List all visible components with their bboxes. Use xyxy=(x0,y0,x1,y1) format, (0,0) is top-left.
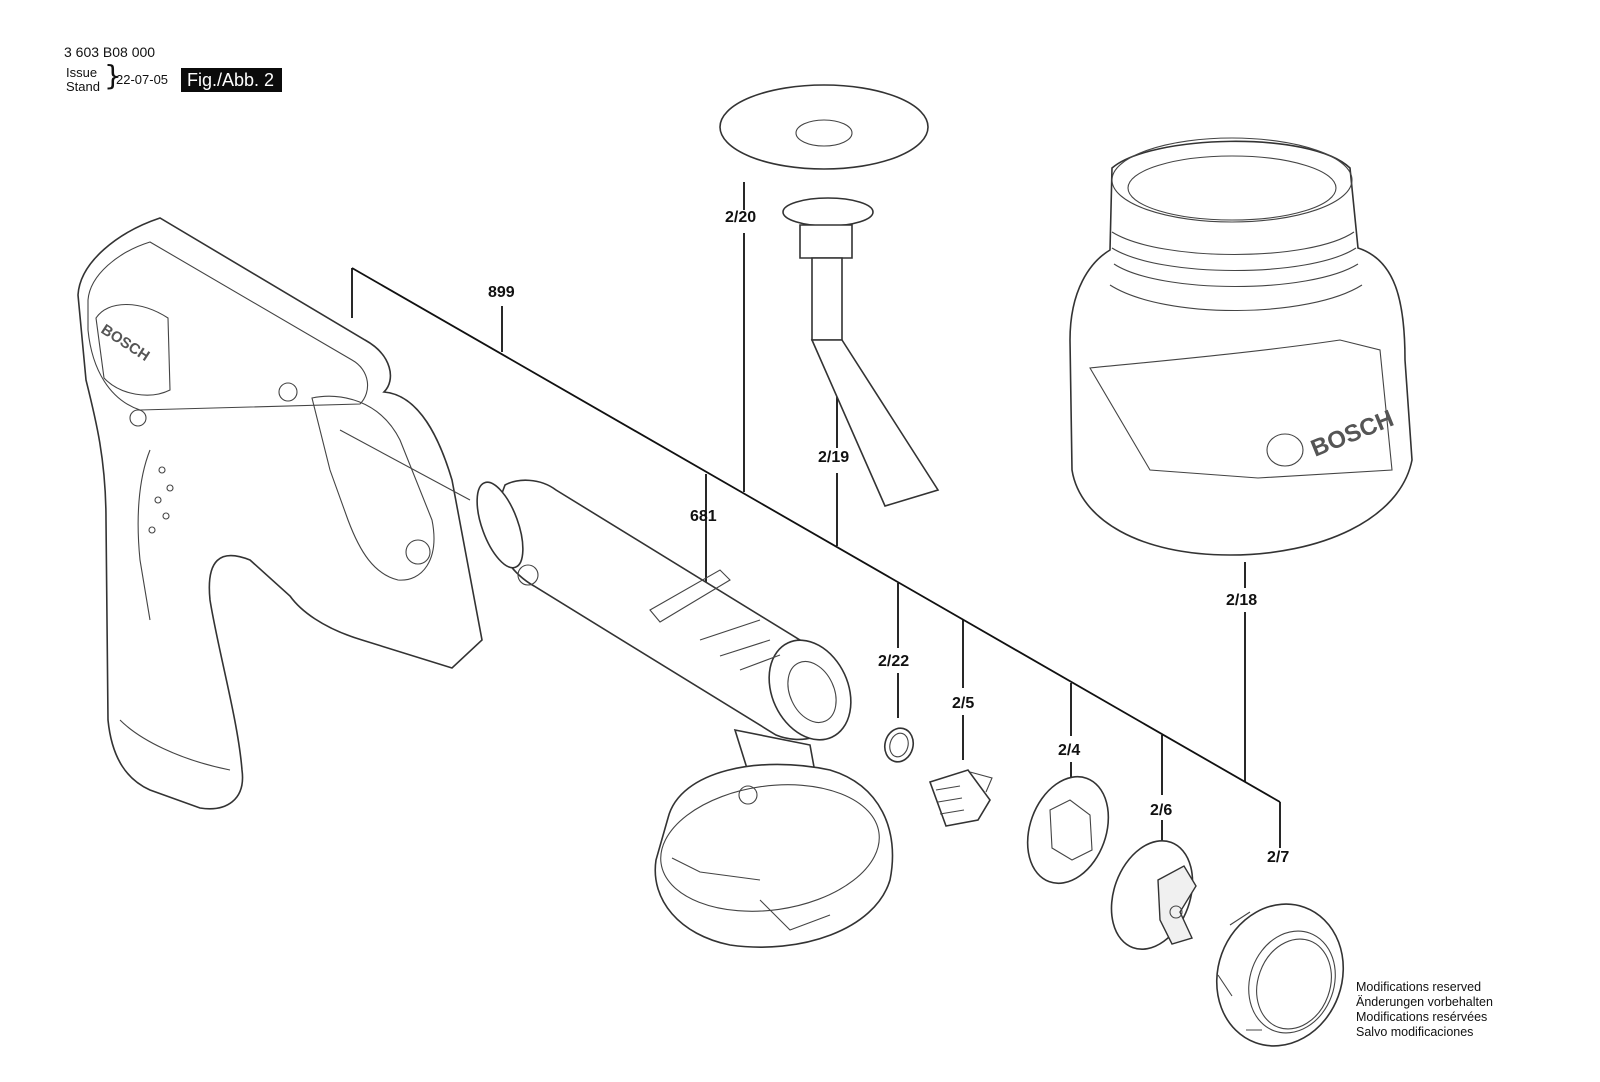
spray-gun-handle: BOSCH xyxy=(77,217,483,810)
callout-681: 681 xyxy=(690,508,717,525)
callout-2-19: 2/19 xyxy=(818,449,849,466)
suction-tube xyxy=(719,84,940,507)
callout-2-20: 2/20 xyxy=(725,209,756,226)
union-nut-2-7 xyxy=(1215,903,1345,1047)
figure-label: Fig./Abb. 2 xyxy=(181,68,283,92)
callout-2-4: 2/4 xyxy=(1058,742,1080,759)
nozzle-2-5 xyxy=(928,769,993,827)
note-de: Änderungen vorbehalten xyxy=(1356,995,1493,1009)
callout-2-22: 2/22 xyxy=(878,653,909,670)
leader-lines xyxy=(351,182,1281,848)
handle-grip-dots xyxy=(148,466,174,534)
brace-symbol: } xyxy=(104,59,122,92)
note-es: Salvo modificaciones xyxy=(1356,1025,1474,1039)
part-number: 3 603 B08 000 xyxy=(64,44,156,60)
issue-date: 22-07-05 xyxy=(116,72,169,87)
air-cap-2-6 xyxy=(1110,839,1197,951)
callout-2-5: 2/5 xyxy=(952,695,974,712)
callout-2-18: 2/18 xyxy=(1226,592,1257,609)
nozzle-body-assembly xyxy=(476,479,894,948)
note-en: Modifications reserved xyxy=(1356,980,1482,994)
o-ring-2-22 xyxy=(883,727,915,763)
note-fr: Modifications resérvées xyxy=(1356,1010,1488,1024)
callout-2-6: 2/6 xyxy=(1150,802,1172,819)
callout-2-7: 2/7 xyxy=(1267,849,1289,866)
stand-label: Stand xyxy=(66,79,100,94)
adjuster-ring-2-4 xyxy=(1026,775,1110,885)
callout-labels: 899 681 2/20 2/19 2/22 2/5 2/4 2/6 2/7 2… xyxy=(488,209,1289,866)
issue-label: Issue xyxy=(66,65,98,80)
callout-899: 899 xyxy=(488,284,515,301)
paint-container: BOSCH xyxy=(1069,137,1413,556)
